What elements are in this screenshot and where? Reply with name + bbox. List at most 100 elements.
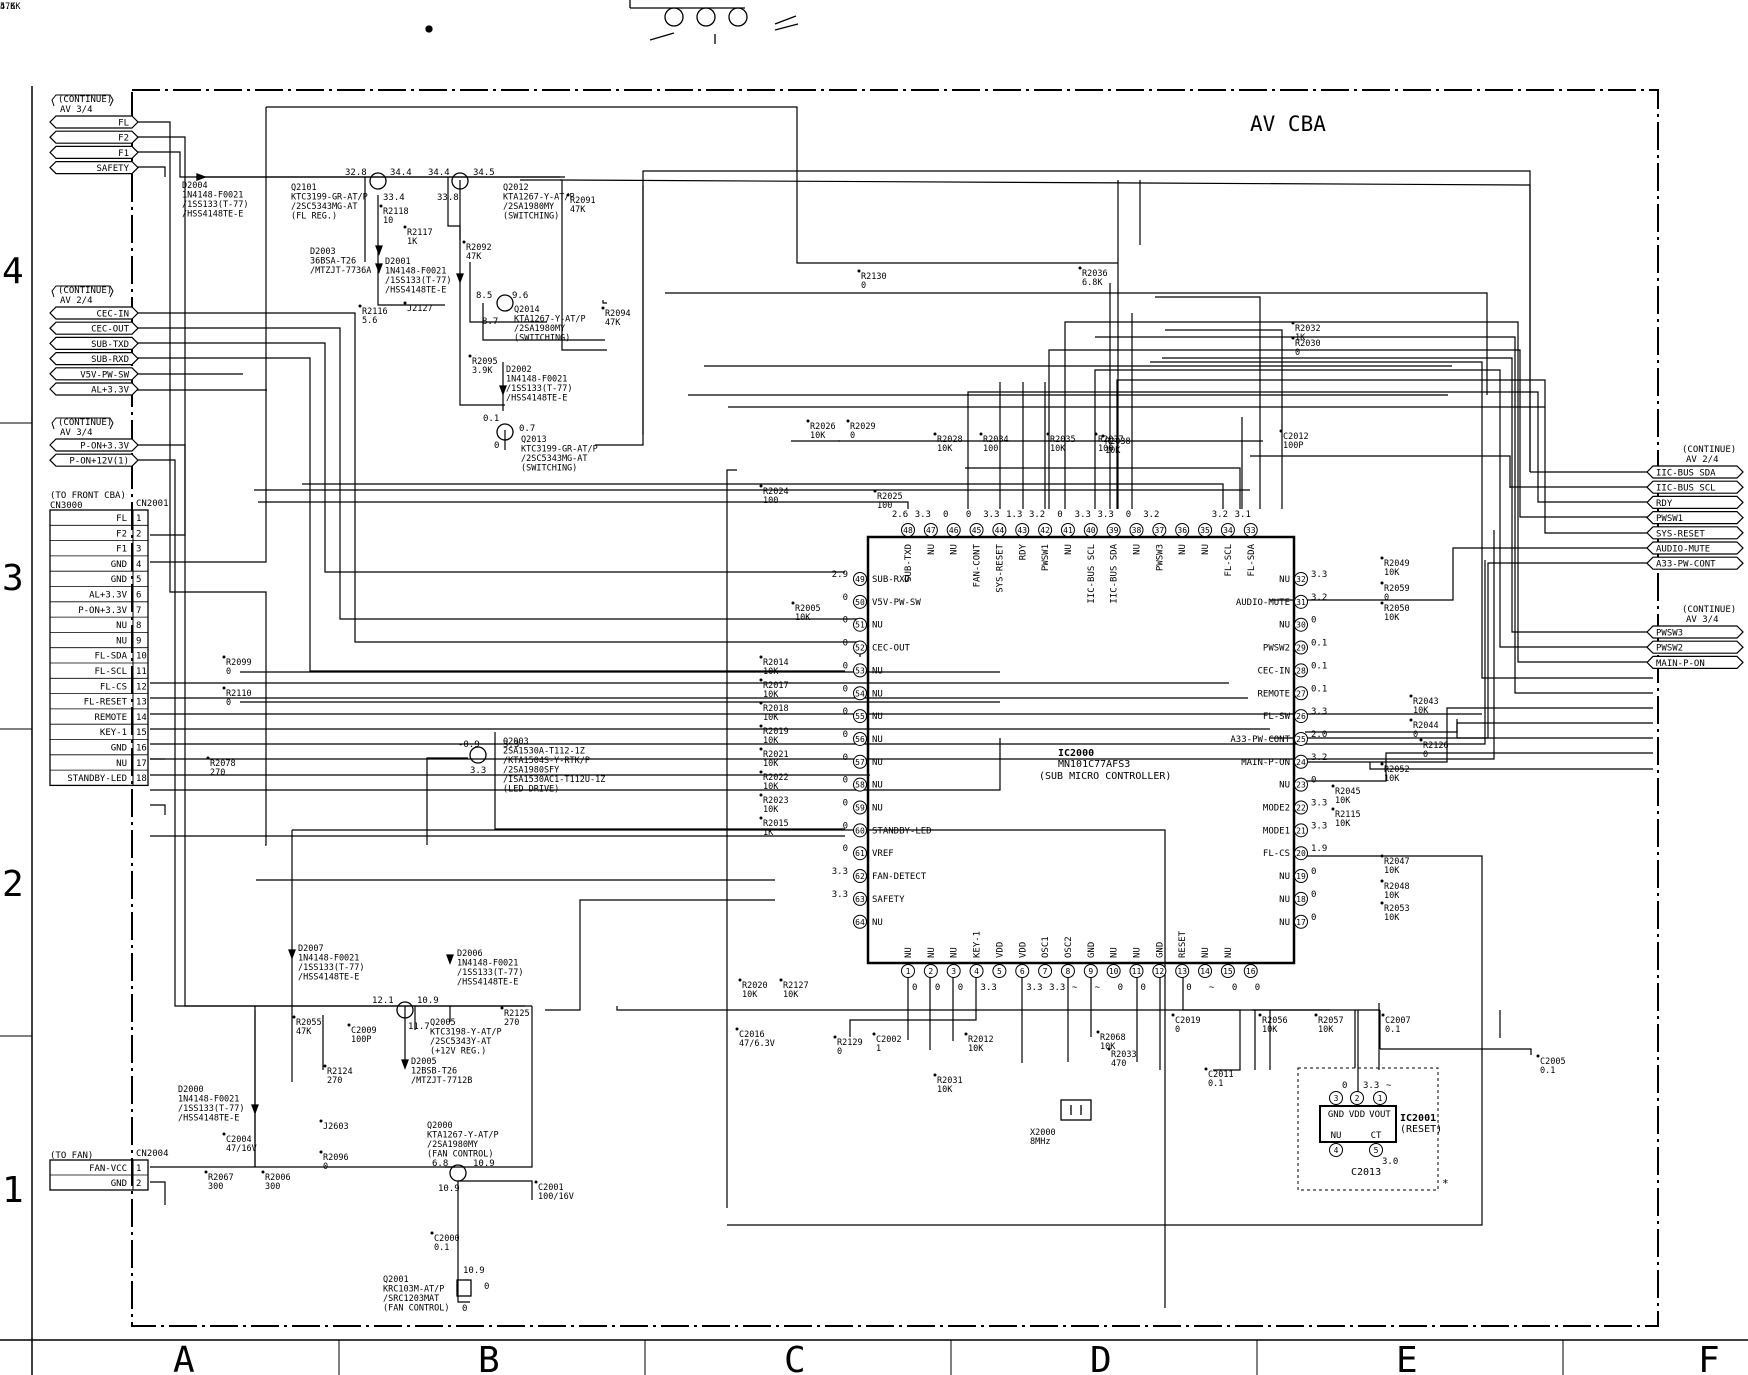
ic2000-pin-name: REMOTE (1257, 689, 1290, 699)
signal-flag-label: P-ON+3.3V (80, 442, 129, 452)
cn2001-pin-name: F1 (116, 545, 127, 555)
ic2000-pin-number: 14 (1200, 967, 1210, 976)
ic2000-pin-name: NU (872, 804, 883, 814)
grid-column-label: A (173, 1340, 195, 1375)
transistor-label: KTA1267-Y-AT/P (503, 193, 575, 203)
grid-column-label: D (1090, 1340, 1112, 1375)
ic2000-pin-name: SAFETY (872, 895, 905, 905)
ic2000-pin-bubble (1294, 663, 1308, 678)
cn2004-pin-num: 2 (136, 1179, 141, 1189)
part-value: 47K (570, 205, 586, 215)
diode-label: D2003 (310, 247, 336, 257)
part-value: 10K (1335, 796, 1351, 806)
ic2000-pin-number: 30 (1296, 621, 1306, 630)
part-value: 10K (968, 1044, 984, 1054)
ic2000-pin-bubble (969, 523, 984, 537)
diode-label: /MTZJT-7712B (411, 1076, 472, 1086)
cn2001-pin-num: 6 (136, 591, 141, 601)
part-ref: R2026 (810, 422, 836, 432)
ic2000-pin-voltage: 3.3 (1311, 570, 1327, 580)
ic2000-pin-number: 63 (855, 895, 865, 904)
ic2000-pin-voltage: 3.3 (915, 510, 931, 520)
ic2000-pin-voltage: 0.1 (1311, 684, 1327, 694)
ic2000-pin-voltage: 0 (1126, 510, 1131, 520)
ic2000-pin-number: 53 (855, 666, 865, 675)
part-value: 47K (466, 252, 482, 262)
part-dot (319, 1150, 323, 1154)
ic2000-pin-number: 1 (906, 967, 911, 976)
part-value: 270 (210, 768, 225, 778)
part-value: 300 (265, 1182, 280, 1192)
part-dot (738, 978, 742, 982)
cn2001-pin-name: F2 (116, 529, 127, 539)
part-ref: R2029 (850, 422, 876, 432)
part-dot (933, 1073, 937, 1077)
signal-flag (1646, 465, 1744, 479)
ic2000-pin-voltage: 0 (1186, 983, 1191, 993)
part-value: 100P (1283, 441, 1303, 451)
diode-label: D2007 (298, 944, 324, 954)
signal-flag (1646, 511, 1744, 525)
ic2000-pin-number: 2 (928, 967, 933, 976)
transistor-label: /2SC5343MG-AT (291, 202, 358, 212)
ic2000-ref: IC2000 (1058, 748, 1094, 759)
cn2001-pin-name: FL-SDA (94, 652, 127, 662)
part-dot (759, 770, 763, 774)
part-dot (1096, 1030, 1100, 1034)
ic2000-pin-bubble (1015, 523, 1030, 537)
ic2000-pin-voltage: 3.3 (1311, 821, 1327, 831)
part-value: 270 (327, 1076, 342, 1086)
cn2001-pin-name: NU (116, 636, 127, 646)
cn2001-pin-num: 1 (136, 514, 141, 524)
ic2000-pin-name: GND (1155, 942, 1165, 958)
part-value: 10K (937, 1085, 953, 1095)
ic2000-pin-voltage: 0 (843, 707, 848, 717)
ic2000-part: MN101C77AFS3 (1058, 759, 1130, 770)
ic2000-pin-voltage: 3.3 (983, 510, 999, 520)
transistor-voltage: 3.3 (503, 740, 519, 750)
ic2000-pin-bubble (853, 869, 867, 884)
part-ref: R2032 (1295, 324, 1321, 334)
ic2000-pin-bubble (1294, 686, 1308, 701)
ic2000-pin-name: IIC-BUS SCL (1087, 544, 1097, 604)
part-dot (1381, 1013, 1385, 1017)
part-dot (1380, 762, 1384, 766)
ic2000-pin-bubble (992, 964, 1007, 978)
ic2000-pin-voltage: 0 (1057, 510, 1062, 520)
part-dot (601, 306, 605, 310)
ic2000-pin-number: 20 (1296, 849, 1306, 858)
board-title: AV CBA (1250, 112, 1326, 136)
ic2000-pin-voltage: 3.3 (981, 983, 997, 993)
ic2000-pin-name: NU (1133, 947, 1143, 958)
part-value: 47K (605, 318, 621, 328)
signal-flag-label: MAIN-P-ON (1656, 659, 1705, 669)
ic2000-pin-voltage: 3.2 (1311, 753, 1327, 763)
ic2000-pin-number: 51 (855, 621, 865, 630)
cn2001-pin-name: REMOTE (94, 713, 127, 723)
cn2001-pin-num: 12 (136, 682, 147, 692)
part-dot (1380, 601, 1384, 605)
part-value: 47/16V (226, 1144, 257, 1154)
ic2000-pin-bubble (1060, 523, 1075, 537)
ic2000-pin-name: NU (1279, 895, 1290, 905)
transistor-voltage: 33.8 (437, 193, 459, 203)
ic2000-pin-voltage: 3.2 (1311, 593, 1327, 603)
ic2000-pin-voltage: 0 (1311, 776, 1316, 786)
signal-flag (49, 161, 139, 175)
part-ref: R2067 (208, 1173, 234, 1183)
signal-flag-label: P-ON+12V(1) (69, 457, 129, 467)
part-value: 0 (837, 1047, 842, 1057)
part-value: 10K (795, 613, 811, 623)
part-value: 10K (1413, 706, 1429, 716)
signal-flag-label: AL+3.3V (91, 386, 130, 396)
transistor-label: Q2000 (427, 1121, 453, 1131)
ic2000-pin-number: 47 (926, 526, 936, 535)
part-dot (1291, 321, 1295, 325)
ic2000-pin-bubble (992, 523, 1007, 537)
part-ref: R2019 (763, 727, 789, 737)
part-dot (1078, 266, 1082, 270)
cn2001-pin-name: P-ON+3.3V (78, 606, 127, 616)
transistor-voltage: 34.5 (473, 168, 495, 178)
signal-flag (1646, 556, 1744, 570)
ic2000-pin-bubble (853, 572, 867, 586)
